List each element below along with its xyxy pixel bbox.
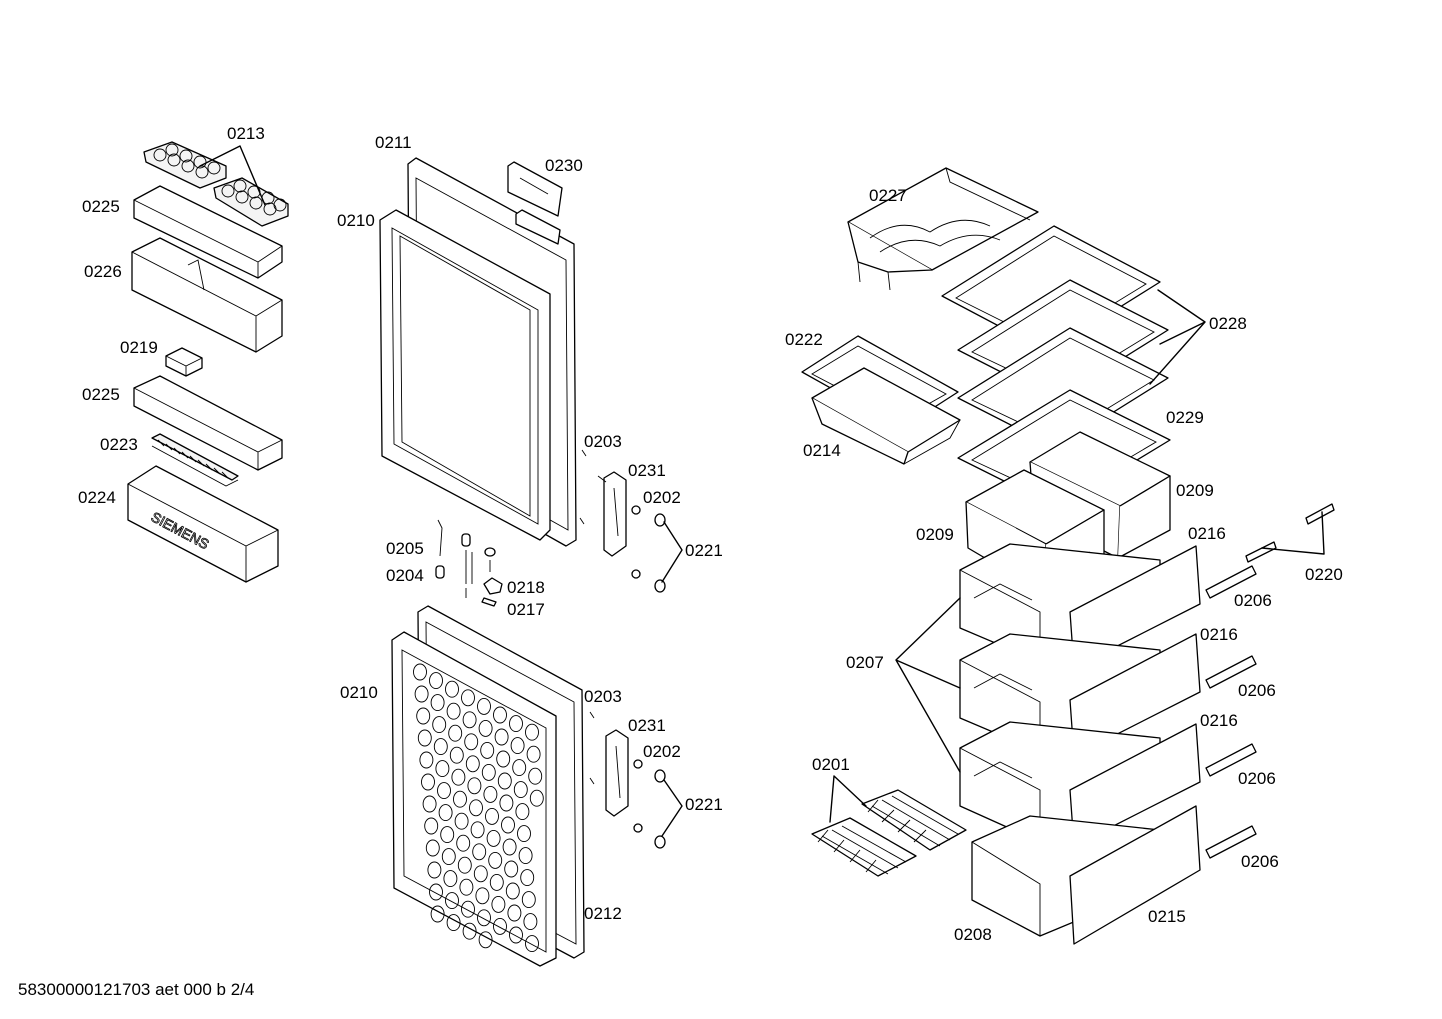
small-box [165, 347, 203, 377]
leader-0207 [895, 597, 961, 773]
bottle-rack [847, 167, 1039, 291]
label-0208: 0208 [954, 925, 992, 944]
label-0221-lower: 0221 [685, 795, 723, 814]
label-0223: 0223 [100, 435, 138, 454]
label-0219: 0219 [120, 338, 158, 357]
label-0202-upper: 0202 [643, 488, 681, 507]
bottle-retainer [151, 433, 239, 487]
leader-0201 [829, 775, 867, 823]
document-reference: 58300000121703 aet 000 b 2/4 [18, 980, 255, 999]
label-0216-first: 0216 [1188, 524, 1226, 543]
label-0210-lower: 0210 [340, 683, 378, 702]
label-0222: 0222 [785, 330, 823, 349]
label-0225-upper: 0225 [82, 197, 120, 216]
label-0231-lower: 0231 [628, 716, 666, 735]
label-0203-upper: 0203 [584, 432, 622, 451]
lower-door-gasket [391, 631, 557, 967]
label-0225-lower: 0225 [82, 385, 120, 404]
upper-door-gasket [379, 209, 551, 541]
label-0205: 0205 [386, 539, 424, 558]
hinge-group-upper [579, 449, 666, 593]
label-0216-third: 0216 [1200, 711, 1238, 730]
door-shelf-lower [133, 375, 283, 471]
label-0230: 0230 [545, 156, 583, 175]
door-handle-cap [507, 161, 563, 245]
label-0212: 0212 [584, 904, 622, 923]
label-0211: 0211 [375, 133, 412, 152]
leader-0220 [1261, 511, 1325, 555]
door-shelf-upper [133, 185, 283, 279]
drawer-3 [959, 721, 1201, 847]
drawer-bottom [971, 805, 1201, 945]
hinge-group-lower [589, 711, 666, 849]
drawer-1 [959, 543, 1201, 669]
label-0224: 0224 [78, 488, 116, 507]
label-0207: 0207 [846, 653, 884, 672]
leader-0213 [199, 145, 266, 206]
label-0214: 0214 [803, 441, 841, 460]
label-0206-third: 0206 [1238, 769, 1276, 788]
center-hinge-parts [435, 519, 503, 607]
label-0204: 0204 [386, 566, 424, 585]
leader-0221-lower [661, 779, 683, 837]
label-0209-left: 0209 [916, 525, 954, 544]
label-0216-second: 0216 [1200, 625, 1238, 644]
label-0218: 0218 [507, 578, 545, 597]
label-0228: 0228 [1209, 314, 1247, 333]
chiller-tray [801, 335, 961, 465]
drawer-rails [1205, 565, 1257, 859]
label-0231-upper: 0231 [628, 461, 666, 480]
label-0206-first: 0206 [1234, 591, 1272, 610]
label-0213: 0213 [227, 124, 265, 143]
label-0203-lower: 0203 [584, 687, 622, 706]
label-0206-second: 0206 [1238, 681, 1276, 700]
label-0229: 0229 [1166, 408, 1204, 427]
bottle-bin: SIEMENS [127, 465, 279, 583]
label-0201: 0201 [812, 755, 850, 774]
leader-0228 [1149, 289, 1206, 385]
label-0221-upper: 0221 [685, 541, 723, 560]
door-bin-covered [131, 237, 283, 353]
label-0226: 0226 [84, 262, 122, 281]
label-0209-right: 0209 [1176, 481, 1214, 500]
rail-clips [1245, 503, 1335, 563]
label-0210-upper: 0210 [337, 211, 375, 230]
label-0220: 0220 [1305, 565, 1343, 584]
label-0227: 0227 [869, 186, 907, 205]
glass-shelves [941, 225, 1169, 449]
label-0215: 0215 [1148, 907, 1186, 926]
ice-trays [811, 789, 967, 877]
label-0217: 0217 [507, 600, 545, 619]
leader-0221-upper [661, 521, 683, 583]
label-0206-fourth: 0206 [1241, 852, 1279, 871]
label-0202-lower: 0202 [643, 742, 681, 761]
